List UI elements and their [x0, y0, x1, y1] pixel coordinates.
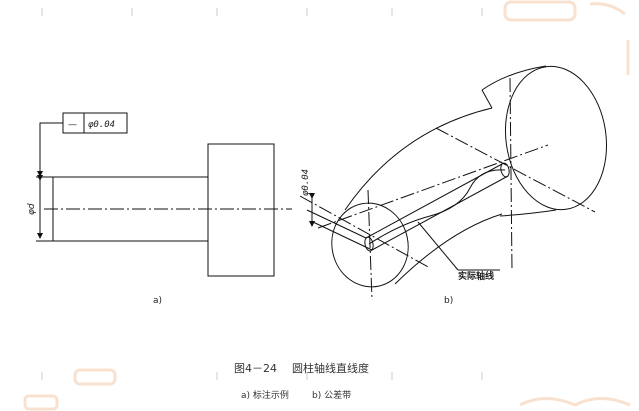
caption-number: 图4－24 [234, 362, 277, 375]
shaft-head [207, 143, 275, 277]
centerline-b-main [317, 144, 549, 229]
curved-shaft-bottom [394, 213, 503, 285]
axis-leader [417, 221, 459, 271]
curved-shaft-top [344, 107, 493, 211]
subcaption-b: b) 公差带 [312, 389, 351, 401]
faint-tick-marks [41, 8, 483, 380]
caption-title: 圆柱轴线直线度 [292, 361, 369, 375]
diagram-b [299, 65, 608, 301]
diagram-a-label: a) [153, 296, 162, 306]
actual-axis-label: 实际轴线 [458, 270, 494, 282]
large-cylinder-end [504, 65, 608, 211]
diameter-label: φd [27, 203, 37, 215]
subcaption-a: a) 标注示例 [241, 389, 289, 401]
frame-symbol: — [68, 120, 77, 130]
frame-leader [39, 122, 63, 170]
actual-axis [368, 169, 506, 245]
large-cylinder-body [481, 65, 547, 91]
tolerance-label-b: φ0.04 [301, 169, 311, 196]
diagram-b-label: b) [444, 296, 453, 306]
diagram-a [36, 112, 292, 277]
zone-end-near [364, 236, 374, 252]
frame-tolerance: φ0.04 [88, 120, 115, 130]
watermark-decoration [23, 0, 631, 411]
shaft-front-face [331, 202, 409, 288]
